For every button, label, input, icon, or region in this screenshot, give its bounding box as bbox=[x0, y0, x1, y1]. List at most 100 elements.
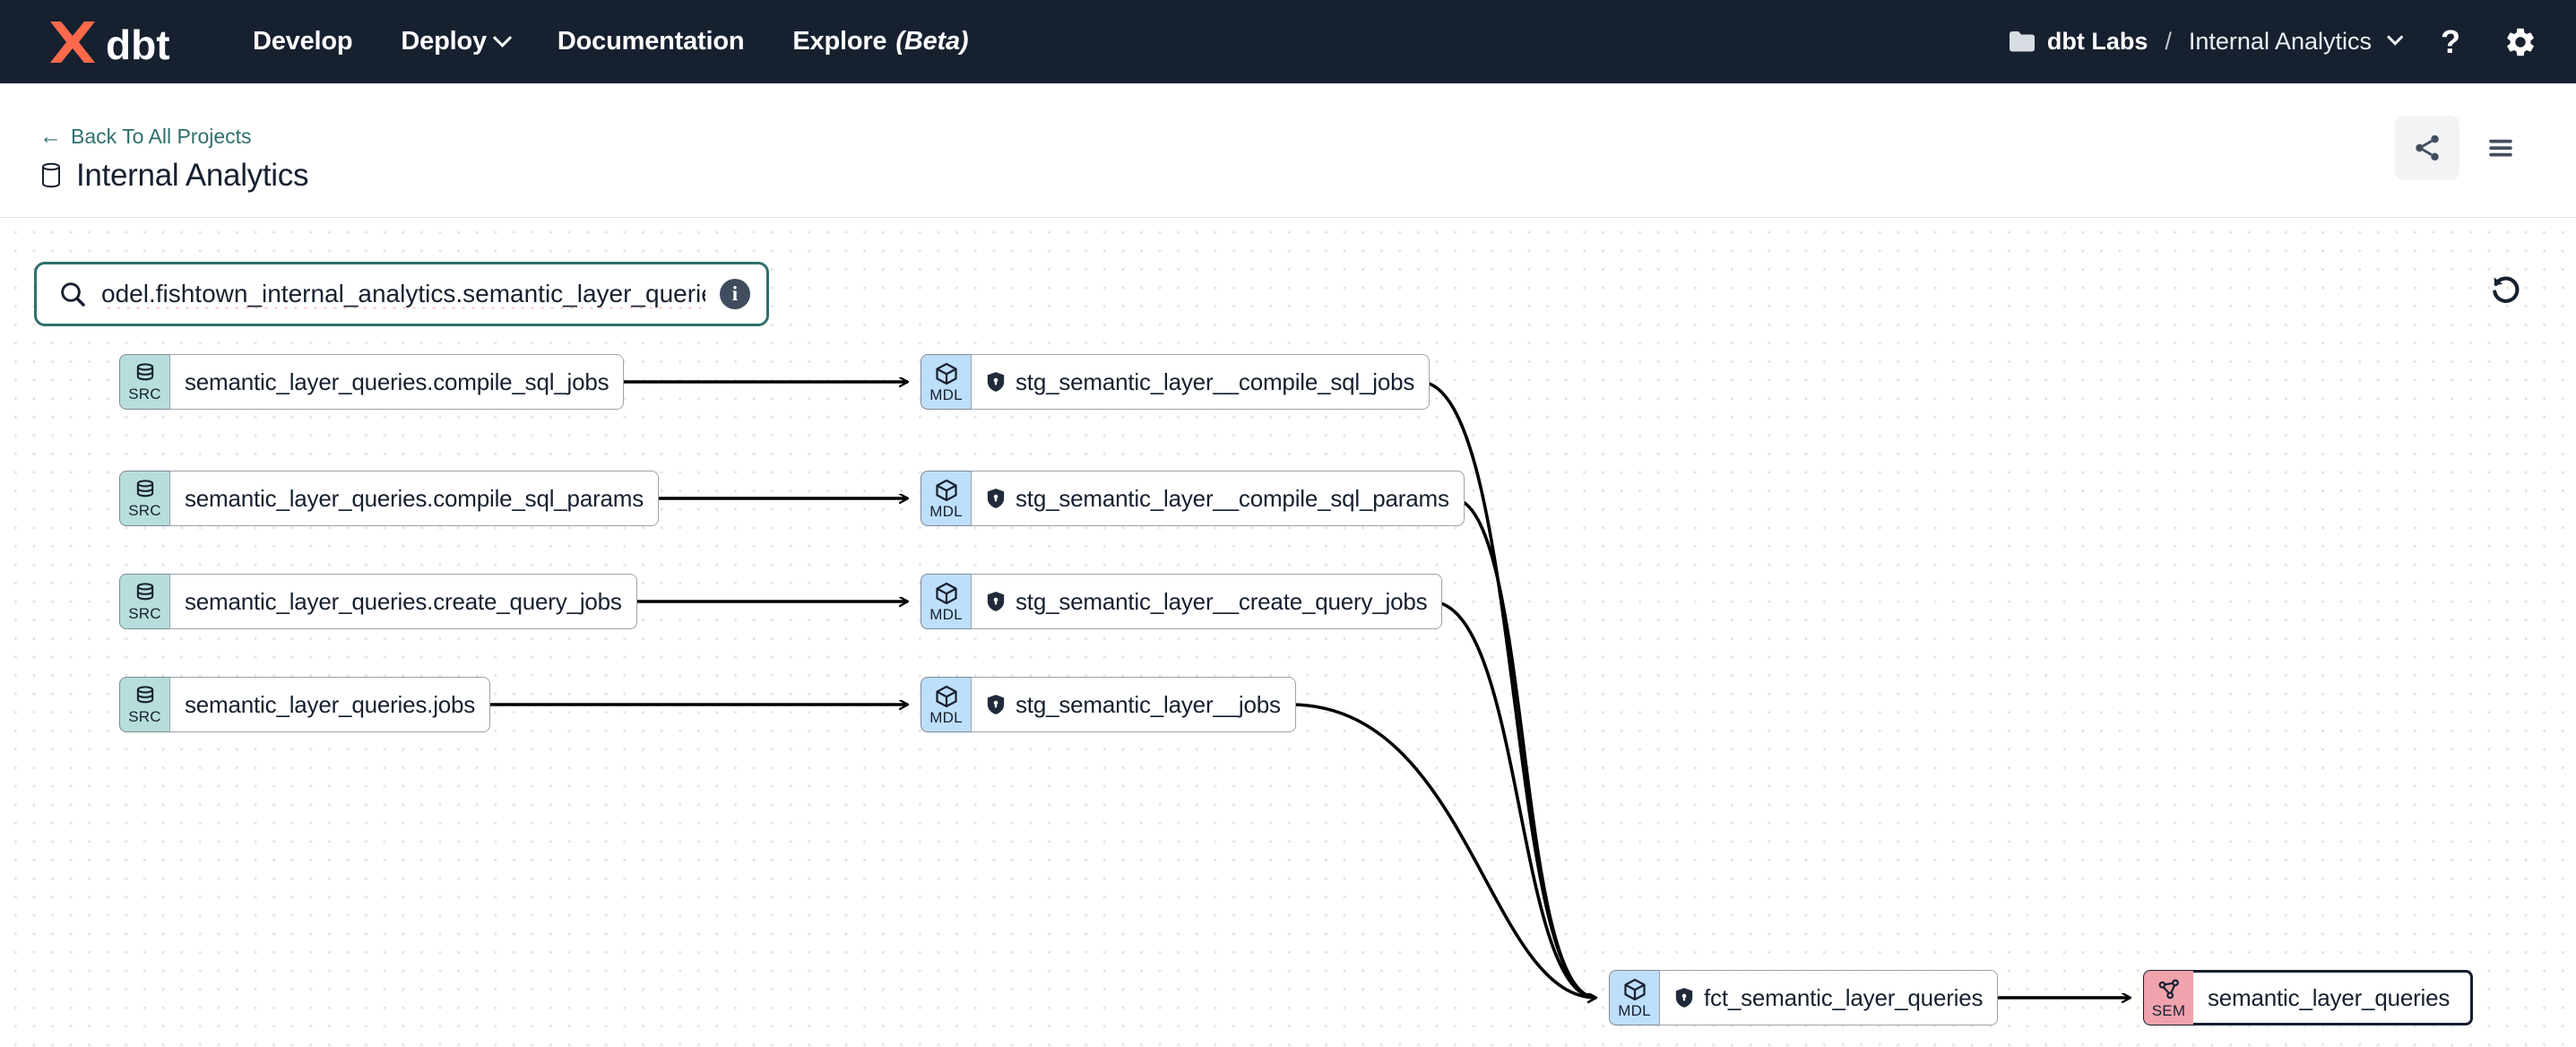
node-badge-label: SRC bbox=[128, 605, 161, 622]
breadcrumb-separator: / bbox=[2165, 28, 2172, 55]
node-label: stg_semantic_layer__compile_sql_jobs bbox=[1016, 368, 1415, 395]
node-badge-mdl: MDL bbox=[1609, 970, 1659, 1025]
node-badge-label: MDL bbox=[929, 709, 963, 726]
node-badge-mdl: MDL bbox=[921, 354, 971, 410]
hamburger-icon bbox=[2489, 139, 2512, 157]
node-label: semantic_layer_queries.create_query_jobs bbox=[185, 587, 622, 615]
nav-item-develop[interactable]: Develop bbox=[253, 27, 353, 56]
node-badge-mdl: MDL bbox=[921, 677, 971, 732]
lineage-search-box[interactable]: odel.fishtown_internal_analytics.semanti… bbox=[34, 262, 769, 326]
lineage-node-src[interactable]: SRC semantic_layer_queries.compile_sql_p… bbox=[119, 471, 660, 526]
node-label: stg_semantic_layer__compile_sql_params bbox=[1016, 484, 1449, 512]
lineage-node-fct[interactable]: MDL fct_semantic_layer_queries bbox=[1609, 970, 1999, 1025]
edge-mdl4-fct bbox=[1290, 703, 1596, 998]
primary-nav-links: Develop Deploy Documentation Explore (Be… bbox=[253, 27, 969, 56]
lineage-node-mdl[interactable]: MDL stg_semantic_layer__compile_sql_para… bbox=[921, 471, 1465, 526]
info-icon[interactable]: i bbox=[720, 279, 750, 309]
reset-icon bbox=[2493, 276, 2520, 303]
account-name: dbt Labs bbox=[2046, 28, 2148, 55]
database-icon bbox=[136, 583, 153, 601]
node-badge-label: SRC bbox=[128, 385, 161, 402]
nav-label-documentation: Documentation bbox=[557, 27, 745, 56]
database-icon bbox=[136, 480, 153, 498]
lineage-node-mdl[interactable]: MDL stg_semantic_layer__create_query_job… bbox=[921, 574, 1443, 629]
node-label: semantic_layer_queries.jobs bbox=[185, 690, 476, 718]
node-label: semantic_layer_queries bbox=[2208, 983, 2451, 1011]
cube-icon bbox=[1623, 978, 1646, 1001]
lineage-node-src[interactable]: SRC semantic_layer_queries.compile_sql_j… bbox=[119, 354, 625, 410]
cube-icon bbox=[935, 582, 957, 605]
dbt-logo-icon: dbt bbox=[50, 21, 170, 68]
node-badge-label: SRC bbox=[128, 502, 161, 519]
top-navigation-bar: dbt Develop Deploy Documentation Explore… bbox=[0, 0, 2576, 83]
node-badge-label: MDL bbox=[929, 386, 963, 403]
node-body: stg_semantic_layer__create_query_jobs bbox=[971, 574, 1443, 629]
lineage-edges bbox=[488, 219, 2576, 1047]
lineage-node-mdl[interactable]: MDL stg_semantic_layer__compile_sql_jobs bbox=[921, 354, 1431, 410]
node-body: stg_semantic_layer__compile_sql_jobs bbox=[971, 354, 1431, 410]
lineage-canvas[interactable]: odel.fishtown_internal_analytics.semanti… bbox=[0, 219, 2576, 1047]
semantic-graph-icon bbox=[2158, 979, 2179, 999]
page-title: Internal Analytics bbox=[76, 158, 309, 193]
settings-button[interactable] bbox=[2501, 22, 2540, 62]
project-subheader: ← Back To All Projects Internal Analytic… bbox=[0, 83, 2576, 218]
lineage-node-mdl[interactable]: MDL stg_semantic_layer__jobs bbox=[921, 677, 1296, 732]
nav-label-develop: Develop bbox=[253, 27, 353, 56]
database-icon bbox=[42, 162, 60, 188]
cube-icon bbox=[935, 362, 957, 385]
search-input[interactable]: odel.fishtown_internal_analytics.semanti… bbox=[101, 280, 705, 307]
project-name: Internal Analytics bbox=[2188, 28, 2372, 55]
back-link-label: Back To All Projects bbox=[71, 125, 252, 148]
node-body: semantic_layer_queries.jobs bbox=[169, 677, 491, 732]
shield-icon bbox=[987, 592, 1005, 611]
view-toggle-group bbox=[2395, 116, 2533, 180]
cube-icon bbox=[935, 479, 957, 502]
nav-right-cluster: dbt Labs / Internal Analytics ? bbox=[2009, 22, 2540, 62]
node-label: stg_semantic_layer__create_query_jobs bbox=[1016, 587, 1428, 615]
node-badge-label: MDL bbox=[929, 606, 963, 623]
node-badge-src: SRC bbox=[119, 574, 169, 629]
nav-item-documentation[interactable]: Documentation bbox=[557, 27, 745, 56]
node-badge-label: MDL bbox=[1618, 1002, 1651, 1019]
shield-icon bbox=[1675, 988, 1693, 1008]
nav-item-explore[interactable]: Explore (Beta) bbox=[792, 27, 968, 56]
node-badge-label: MDL bbox=[929, 503, 963, 520]
help-button[interactable]: ? bbox=[2431, 22, 2470, 62]
node-badge-mdl: MDL bbox=[921, 574, 971, 629]
chevron-down-icon bbox=[2387, 29, 2404, 46]
lineage-graph: SRC semantic_layer_queries.compile_sql_j… bbox=[0, 219, 2576, 1047]
reset-view-button[interactable] bbox=[2474, 258, 2537, 321]
lineage-view-button[interactable] bbox=[2395, 116, 2459, 180]
list-view-button[interactable] bbox=[2468, 116, 2533, 180]
help-icon: ? bbox=[2441, 22, 2460, 60]
nav-label-deploy: Deploy bbox=[401, 27, 487, 56]
cube-icon bbox=[935, 685, 957, 708]
database-icon bbox=[136, 363, 153, 381]
arrow-left-icon: ← bbox=[39, 124, 62, 149]
node-label: semantic_layer_queries.compile_sql_jobs bbox=[185, 368, 609, 395]
node-badge-mdl: MDL bbox=[921, 471, 971, 526]
share-graph-icon bbox=[2416, 134, 2439, 161]
lineage-node-sem-selected[interactable]: SEM semantic_layer_queries bbox=[2143, 970, 2473, 1025]
shield-icon bbox=[987, 695, 1005, 714]
back-to-all-projects-link[interactable]: ← Back To All Projects bbox=[39, 125, 252, 149]
node-body: semantic_layer_queries.create_query_jobs bbox=[169, 574, 637, 629]
edge-mdl3-fct bbox=[1430, 600, 1596, 998]
gear-icon bbox=[2507, 28, 2534, 56]
nav-label-explore-beta: (Beta) bbox=[895, 27, 969, 56]
account-project-breadcrumb[interactable]: dbt Labs / Internal Analytics bbox=[2009, 28, 2404, 56]
lineage-node-src[interactable]: SRC semantic_layer_queries.jobs bbox=[119, 677, 491, 732]
node-badge-sem: SEM bbox=[2143, 970, 2193, 1025]
node-label: semantic_layer_queries.compile_sql_param… bbox=[185, 484, 644, 512]
node-badge-src: SRC bbox=[119, 354, 169, 410]
chevron-down-icon bbox=[492, 28, 513, 48]
lineage-node-src[interactable]: SRC semantic_layer_queries.create_query_… bbox=[119, 574, 637, 629]
shield-icon bbox=[987, 489, 1005, 508]
node-body: semantic_layer_queries.compile_sql_param… bbox=[169, 471, 660, 526]
nav-item-deploy[interactable]: Deploy bbox=[401, 27, 513, 56]
node-label: stg_semantic_layer__jobs bbox=[1016, 690, 1281, 718]
dbt-logo[interactable]: dbt bbox=[43, 16, 195, 68]
node-body: fct_semantic_layer_queries bbox=[1659, 970, 1999, 1025]
node-body: stg_semantic_layer__jobs bbox=[971, 677, 1296, 732]
node-badge-src: SRC bbox=[119, 471, 169, 526]
